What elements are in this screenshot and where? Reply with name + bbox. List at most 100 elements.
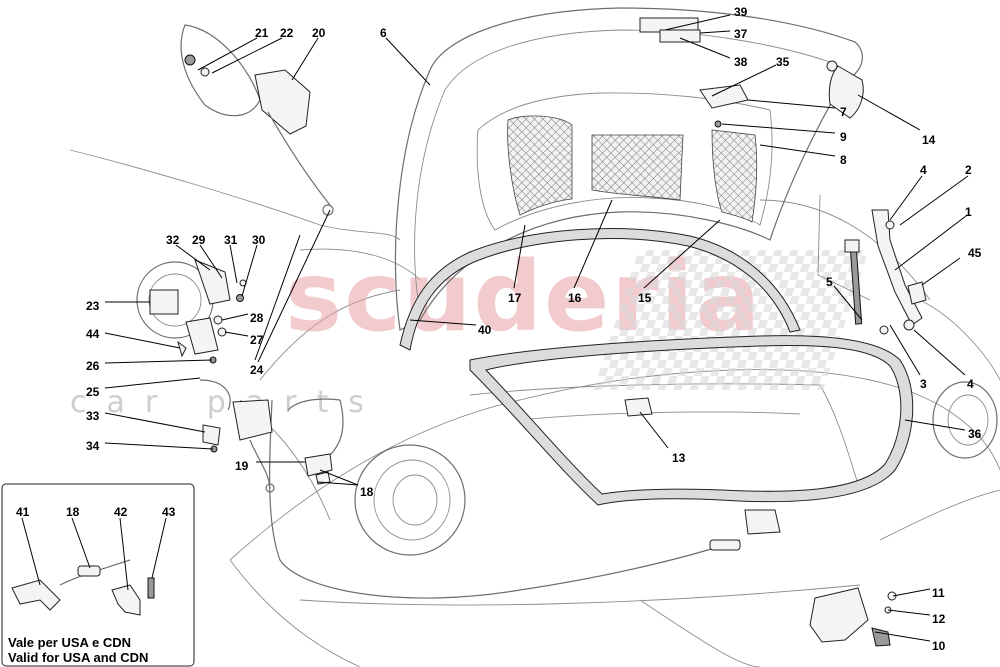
callout-c17: 17 [508, 291, 522, 305]
inset-usa-cdn: Vale per USA e CDN Valid for USA and CDN [1, 483, 195, 667]
trunk-lamp [624, 397, 653, 417]
leader-line-c16 [573, 199, 613, 289]
wheel-left [354, 444, 466, 556]
section-divider [69, 149, 401, 241]
callout-c7: 7 [840, 105, 847, 119]
leader-line-c2 [899, 175, 969, 226]
leader-line-c22 [211, 37, 283, 74]
leader-line-c24 [254, 234, 301, 361]
leader-line-c13 [639, 411, 669, 449]
callout-c44: 44 [86, 327, 100, 341]
leader-line-c35 [711, 64, 777, 97]
wheel-right [932, 381, 998, 459]
leader-line-c28 [221, 313, 249, 321]
leader-line-c27 [224, 331, 249, 337]
lid-seal [399, 228, 801, 351]
callout-c27: 27 [250, 333, 264, 347]
callout-c18b: 18 [66, 505, 80, 519]
leader-line-c18b [71, 517, 91, 569]
trunk-latch [744, 509, 781, 535]
callout-c16: 16 [568, 291, 582, 305]
callout-c15: 15 [638, 291, 652, 305]
leader-line-c43 [151, 517, 167, 579]
callout-c4b: 4 [967, 377, 974, 391]
leader-line-c33 [104, 412, 206, 433]
leader-line-c36 [904, 419, 966, 431]
callout-c2: 2 [965, 163, 972, 177]
callout-c18a: 18 [360, 485, 374, 499]
callout-c3: 3 [920, 377, 927, 391]
callout-c9: 9 [840, 130, 847, 144]
callout-c10: 10 [932, 639, 946, 653]
callout-c24: 24 [250, 363, 264, 377]
leader-line-c21 [197, 37, 258, 71]
leader-line-c32 [175, 244, 211, 271]
callout-c1: 1 [965, 205, 972, 219]
callout-c23: 23 [86, 299, 100, 313]
leader-line-c10 [874, 631, 931, 642]
watermark-flag [593, 250, 869, 390]
leader-line-c38 [679, 37, 731, 59]
release-cable [268, 399, 741, 599]
callout-c33: 33 [86, 409, 100, 423]
callout-c19: 19 [235, 459, 249, 473]
lock-mechanism [809, 587, 897, 647]
callout-c30: 30 [252, 233, 266, 247]
leader-line-c12 [887, 609, 931, 616]
lid-mesh-right [711, 129, 758, 223]
leader-line-c45 [921, 257, 961, 286]
leader-line-c40 [409, 319, 477, 326]
fuel-door-left [136, 259, 247, 411]
callout-c40: 40 [478, 323, 492, 337]
watermark-sub: car parts [70, 385, 384, 420]
leader-line-c37 [699, 30, 731, 34]
callout-c28: 28 [250, 311, 264, 325]
callout-c11: 11 [932, 586, 945, 600]
callout-c32: 32 [166, 233, 180, 247]
callout-c35: 35 [776, 55, 790, 69]
gas-strut-cover [828, 65, 864, 119]
callout-c41: 41 [16, 505, 30, 519]
lid-bolt [714, 120, 722, 128]
leader-line-c9 [721, 123, 836, 134]
callout-c4a: 4 [920, 163, 927, 177]
leader-line-c31 [229, 244, 238, 284]
leader-line-c20 [291, 37, 319, 81]
leader-line-c25 [104, 377, 201, 389]
leader-line-c26 [104, 359, 213, 364]
leader-line-c14 [857, 94, 921, 131]
leader-line-c29 [199, 244, 223, 279]
fuel-door-top [180, 24, 334, 216]
leader-line-c18a [319, 469, 359, 486]
leader-line-c41 [21, 517, 41, 586]
callout-c31: 31 [224, 233, 238, 247]
leader-line-c8 [759, 144, 836, 157]
leader-line-c3 [889, 324, 921, 376]
callout-c25: 25 [86, 385, 100, 399]
callout-c13: 13 [672, 451, 686, 465]
car-body-outline [229, 199, 1000, 667]
lid-mesh-center [591, 134, 684, 201]
callout-c22: 22 [280, 26, 294, 40]
leader-line-c11 [892, 588, 931, 597]
callout-c8: 8 [840, 153, 847, 167]
leader-line-c30 [241, 244, 258, 297]
leader-line-c24 [257, 209, 331, 363]
callout-c29: 29 [192, 233, 206, 247]
leader-line-c44 [104, 332, 181, 349]
leader-line-c4a [889, 175, 923, 221]
release-actuator [202, 399, 333, 493]
trunk-opening-seal [469, 335, 914, 506]
lid-mesh-left [507, 115, 573, 216]
callout-c6: 6 [380, 26, 387, 40]
lid-plate-second [659, 29, 701, 43]
lid-latch-striker [699, 84, 749, 109]
leader-line-c42 [119, 517, 129, 591]
callout-c20: 20 [312, 26, 326, 40]
leader-line-c39 [664, 14, 731, 31]
callout-c38: 38 [734, 55, 748, 69]
leader-line-c7 [747, 99, 836, 109]
trunk-lid [394, 7, 863, 331]
